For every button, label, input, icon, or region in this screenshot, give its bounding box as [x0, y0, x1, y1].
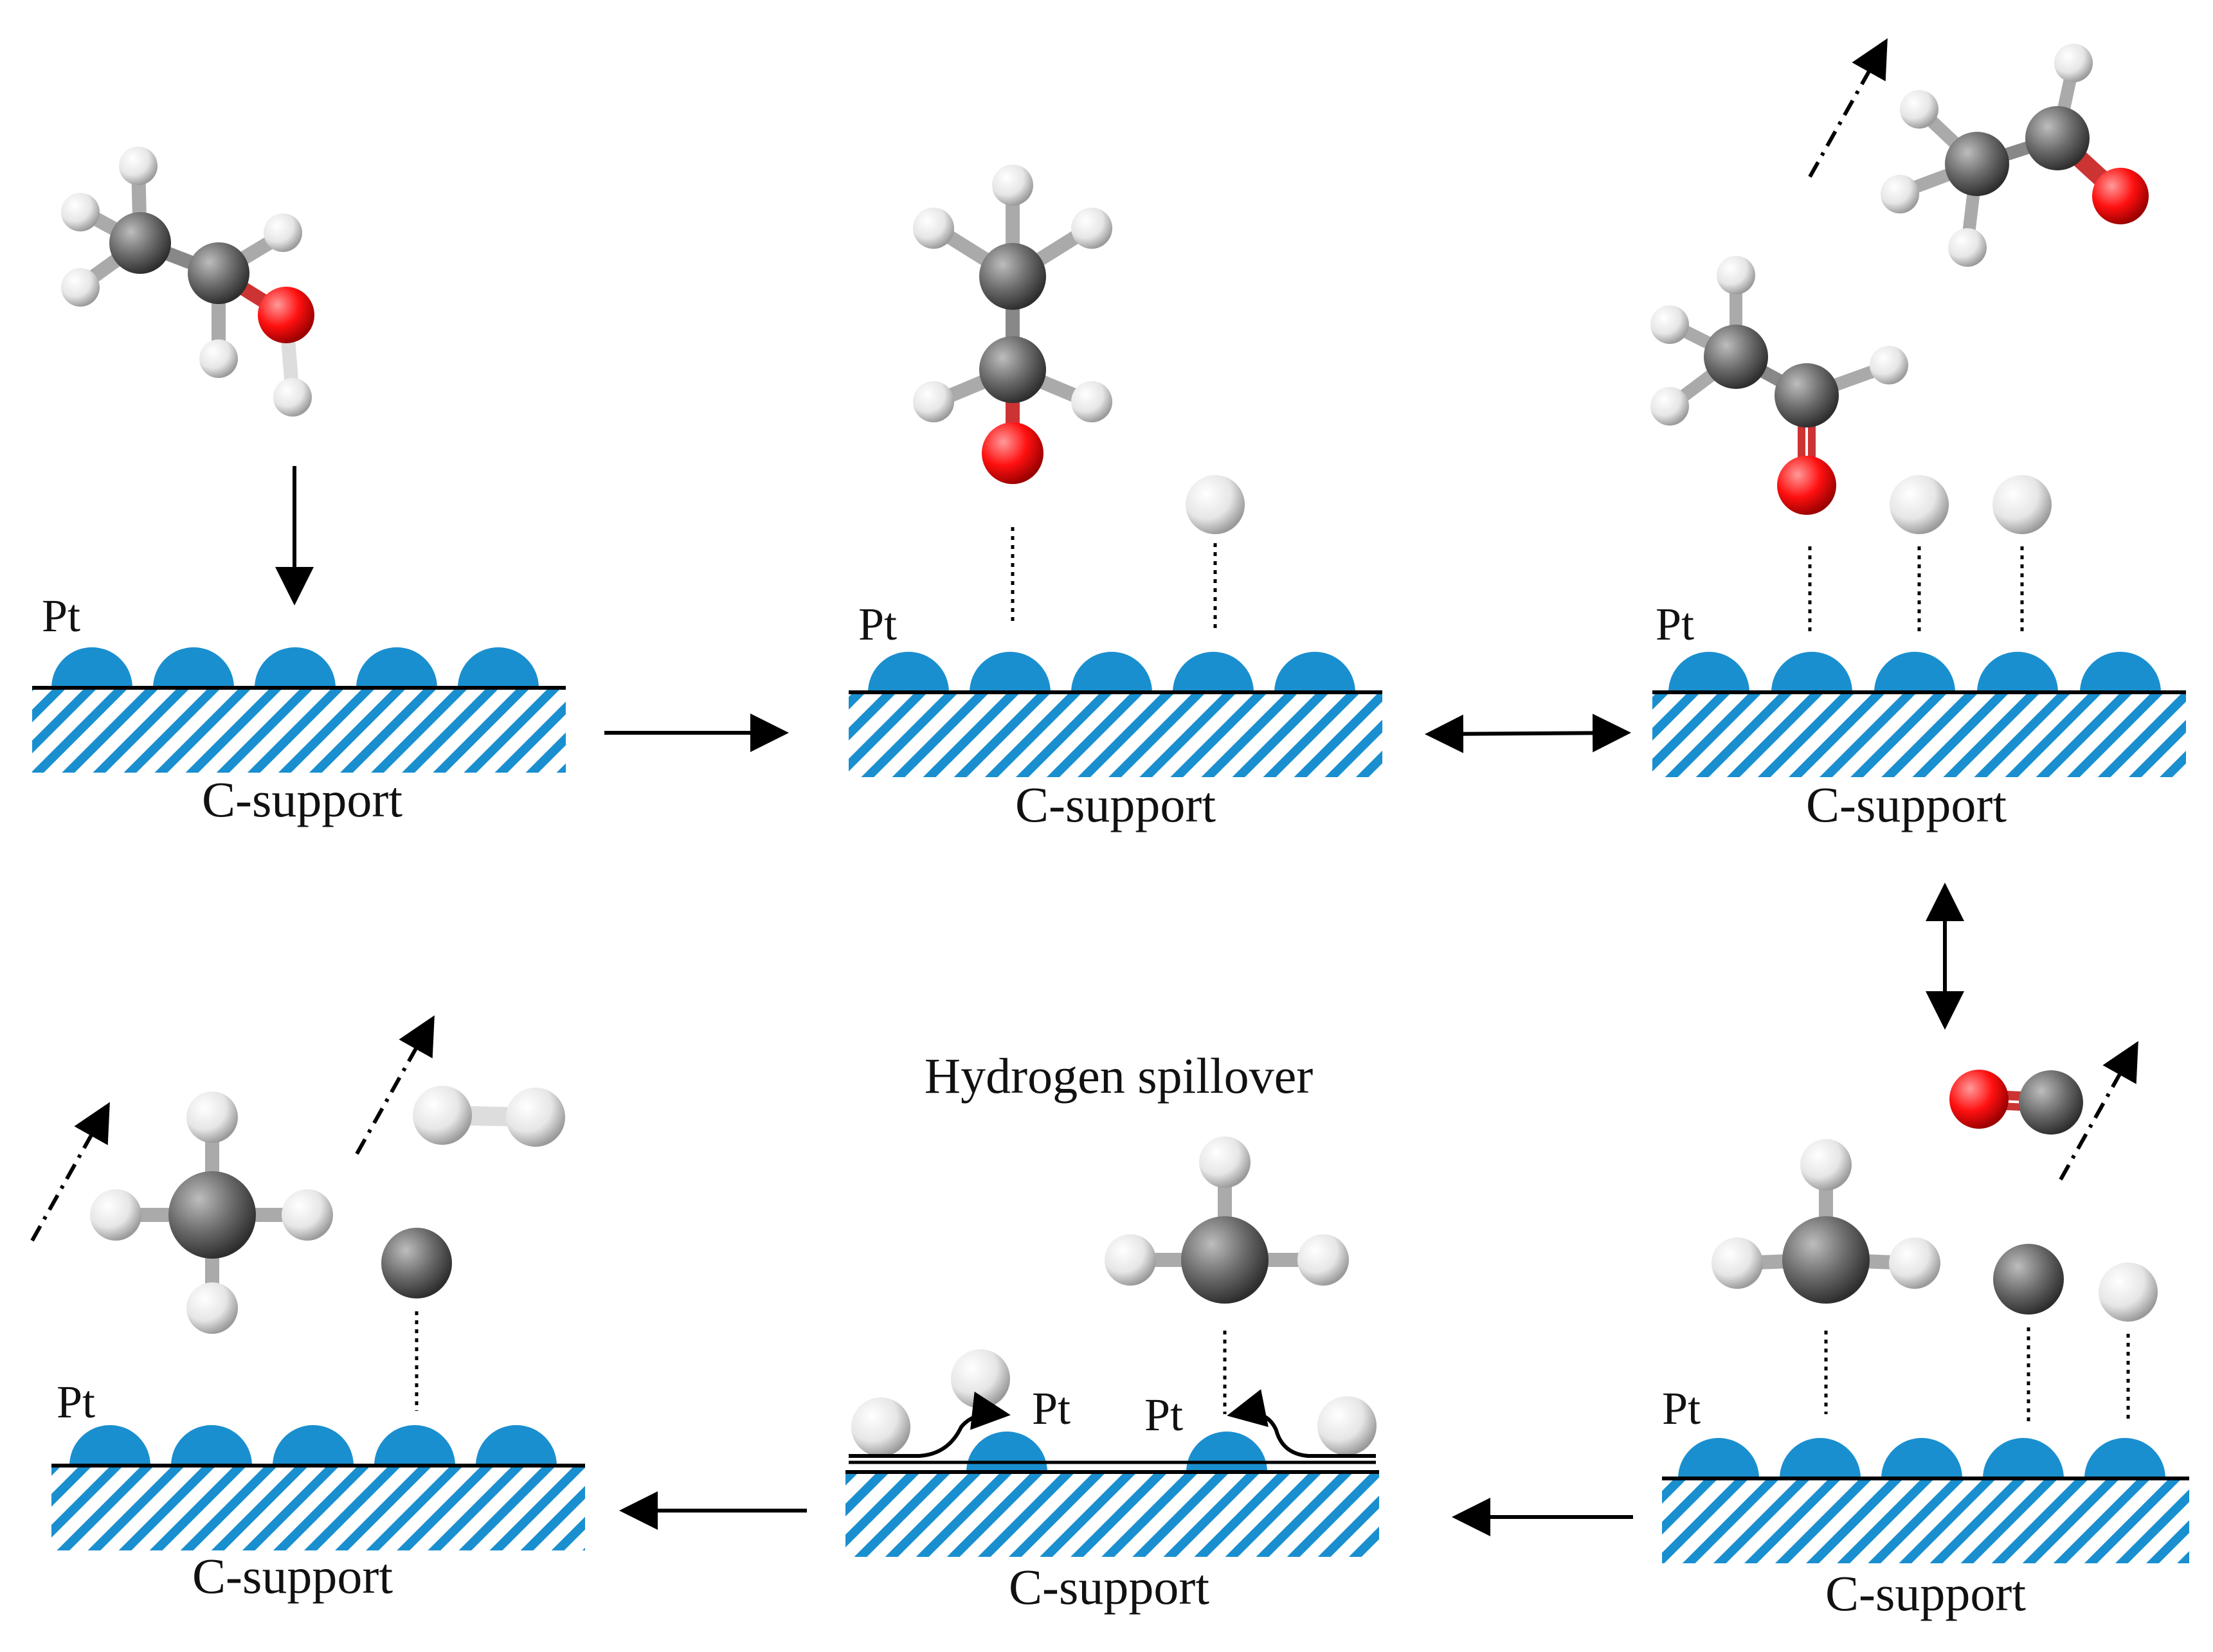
pt-particles: [1678, 1438, 2165, 1478]
pt-label: Pt: [1144, 1389, 1183, 1441]
ch4-molecule: [90, 1091, 333, 1334]
pt-particles: [51, 647, 539, 688]
pt-label: Pt: [1032, 1383, 1070, 1434]
spillover-path: [849, 1391, 1011, 1458]
pt-particles: [868, 652, 1355, 692]
panel-hydrogen-spillover: Hydrogen spillover Pt Pt C-support: [845, 1048, 1379, 1615]
hydrogen-atom: [1890, 475, 1949, 534]
support-label: C-support: [1009, 1559, 1209, 1615]
panel-ethanol-approach: Pt C-support: [32, 147, 566, 827]
carbon-atom: [381, 1228, 452, 1298]
ethoxy-molecule: [913, 165, 1112, 484]
pt-label: Pt: [1662, 1383, 1701, 1434]
ch3-molecule: [1105, 1136, 1349, 1304]
support-label: C-support: [192, 1548, 393, 1604]
carbon-support: [849, 692, 1382, 777]
desorption-arrow: [355, 1015, 435, 1155]
pt-particles: [966, 1432, 1267, 1472]
acetaldehyde-adsorbed-molecule: [1650, 256, 1908, 515]
ch3-molecule: [1712, 1139, 1940, 1304]
panel-acetaldehyde-adsorbed: Pt C-support: [1650, 38, 2186, 832]
carbon-support: [32, 688, 566, 773]
hydrogen-atom: [1992, 475, 2052, 534]
desorption-arrow: [1808, 38, 1888, 178]
co-molecule: [1949, 1070, 2083, 1135]
hydrogen-atom: [2099, 1262, 2158, 1322]
panel-ethoxy-adsorbed: Pt C-support: [849, 165, 1382, 832]
step-arrow-2: [1425, 714, 1631, 753]
carbon-support: [1662, 1478, 2189, 1563]
desorption-arrow: [30, 1102, 110, 1242]
hydrogen-atom: [1186, 475, 1245, 534]
panel-methane-release: Pt C-support: [30, 1015, 585, 1604]
spillover-path: [1227, 1389, 1376, 1458]
panel-c-c-cleavage: Pt C-support: [1662, 1041, 2189, 1621]
acetaldehyde-desorbed: [1881, 44, 2149, 267]
hydrogen-atom: [951, 1349, 1010, 1408]
hydrogen-atom: [1317, 1396, 1377, 1455]
pt-particles: [69, 1425, 557, 1466]
pt-particles: [1668, 652, 2161, 692]
support-label: C-support: [1806, 777, 2007, 832]
h2-molecule: [413, 1086, 565, 1147]
carbon-atom: [1993, 1244, 2064, 1315]
spillover-title: Hydrogen spillover: [925, 1048, 1313, 1104]
support-label: C-support: [1825, 1565, 2026, 1621]
pt-label: Pt: [57, 1376, 95, 1428]
pt-label: Pt: [42, 590, 80, 642]
pt-label: Pt: [858, 598, 897, 650]
desorption-arrow: [2059, 1041, 2138, 1181]
pt-label: Pt: [1656, 598, 1694, 650]
carbon-support: [51, 1466, 585, 1550]
support-label: C-support: [202, 771, 402, 827]
support-label: C-support: [1015, 777, 1216, 832]
ethanol-molecule: [61, 147, 314, 417]
carbon-support: [1652, 692, 2186, 777]
carbon-support: [845, 1472, 1379, 1557]
hydrogen-atom: [851, 1397, 910, 1457]
